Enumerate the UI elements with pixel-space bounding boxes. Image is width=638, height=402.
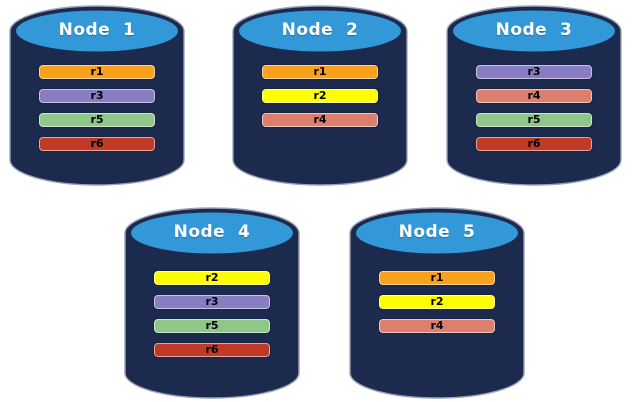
replica-bar-r1: r1 xyxy=(262,65,378,79)
replica-bar-r4: r4 xyxy=(262,113,378,127)
node-title: Node 4 xyxy=(173,222,251,242)
node-title: Node 1 xyxy=(58,20,136,40)
replica-bar-r1: r1 xyxy=(39,65,155,79)
replica-label: r4 xyxy=(313,113,327,126)
replica-bar-r6: r6 xyxy=(476,137,592,151)
replica-label: r5 xyxy=(205,319,219,332)
replica-label: r6 xyxy=(527,137,541,150)
replica-label: r5 xyxy=(527,113,541,126)
replica-label: r3 xyxy=(90,89,104,102)
replica-label: r1 xyxy=(90,65,104,78)
database-node-4: Node 4 r2 r3 r5 r6 xyxy=(124,207,300,399)
replica-bar-r2: r2 xyxy=(154,271,270,285)
replica-label: r5 xyxy=(90,113,104,126)
node-title: Node 3 xyxy=(495,20,573,40)
replica-bar-r4: r4 xyxy=(379,319,495,333)
replica-label: r1 xyxy=(430,271,444,284)
replica-bar-r3: r3 xyxy=(39,89,155,103)
replica-label: r6 xyxy=(205,343,219,356)
replica-bar-r6: r6 xyxy=(154,343,270,357)
replica-label: r3 xyxy=(205,295,219,308)
replica-list: r3 r4 r5 r6 xyxy=(476,65,592,151)
replica-list: r1 r3 r5 r6 xyxy=(39,65,155,151)
replica-bar-r5: r5 xyxy=(154,319,270,333)
replica-label: r3 xyxy=(527,65,541,78)
database-node-2: Node 2 r1 r2 r4 xyxy=(232,5,408,186)
node-title: Node 5 xyxy=(398,222,476,242)
database-node-3: Node 3 r3 r4 r5 r6 xyxy=(446,5,622,186)
replica-bar-r1: r1 xyxy=(379,271,495,285)
replica-label: r6 xyxy=(90,137,104,150)
replica-label: r2 xyxy=(430,295,444,308)
replica-label: r1 xyxy=(313,65,327,78)
replica-label: r4 xyxy=(430,319,444,332)
replica-list: r1 r2 r4 xyxy=(379,271,495,333)
replica-bar-r2: r2 xyxy=(379,295,495,309)
replica-bar-r2: r2 xyxy=(262,89,378,103)
database-node-1: Node 1 r1 r3 r5 r6 xyxy=(9,5,185,186)
replica-list: r1 r2 r4 xyxy=(262,65,378,127)
replica-bar-r3: r3 xyxy=(476,65,592,79)
replica-bar-r6: r6 xyxy=(39,137,155,151)
replica-bar-r5: r5 xyxy=(39,113,155,127)
replica-label: r4 xyxy=(527,89,541,102)
replica-label: r2 xyxy=(313,89,327,102)
replica-bar-r5: r5 xyxy=(476,113,592,127)
replica-list: r2 r3 r5 r6 xyxy=(154,271,270,357)
node-title: Node 2 xyxy=(281,20,359,40)
database-node-5: Node 5 r1 r2 r4 xyxy=(349,207,525,399)
replica-bar-r4: r4 xyxy=(476,89,592,103)
replica-bar-r3: r3 xyxy=(154,295,270,309)
replica-label: r2 xyxy=(205,271,219,284)
